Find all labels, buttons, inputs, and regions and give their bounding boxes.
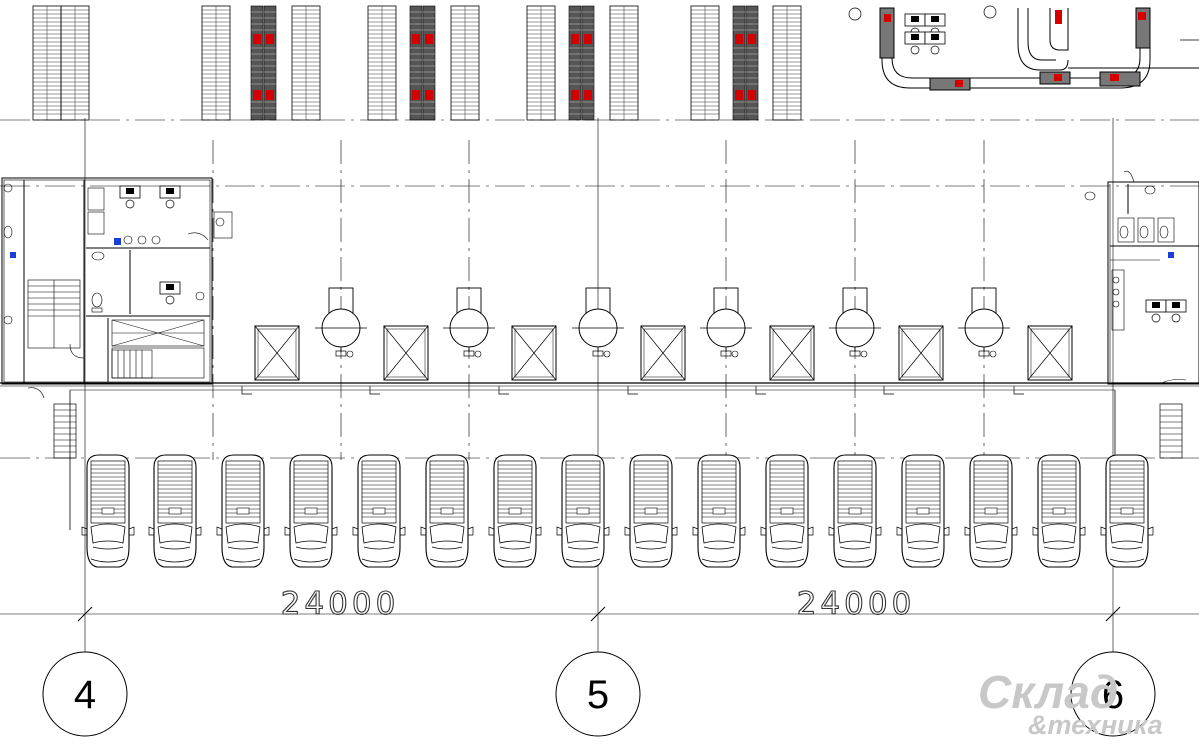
conveyor-icon bbox=[879, 7, 1199, 91]
axis-bubble: 4 bbox=[42, 651, 128, 737]
van-icon bbox=[81, 454, 1154, 568]
office-block-right bbox=[1107, 170, 1199, 385]
grid-lines bbox=[0, 118, 1199, 660]
dimension-line bbox=[77, 606, 1121, 622]
loading-door-icon bbox=[254, 325, 1073, 381]
dimension-label: 24000 bbox=[797, 586, 916, 622]
toilet-icon bbox=[3, 183, 105, 325]
axis-label: 5 bbox=[587, 673, 609, 717]
axis-label: 4 bbox=[74, 673, 96, 717]
marker-icon bbox=[10, 252, 16, 258]
svg-text:&техника: &техника bbox=[1028, 710, 1163, 740]
svg-text:Склад: Склад bbox=[978, 666, 1118, 718]
rack-icon bbox=[32, 5, 802, 121]
dock-bumpers bbox=[241, 386, 1024, 395]
marker-icon bbox=[114, 238, 121, 245]
dimension-label: 24000 bbox=[281, 586, 400, 622]
toilet-icon bbox=[1084, 185, 1169, 239]
logo: Склад &техника bbox=[978, 666, 1163, 740]
marker-icon bbox=[1168, 252, 1174, 258]
axis-bubble: 5 bbox=[555, 651, 641, 737]
axis-label: 6 bbox=[1102, 673, 1124, 717]
stairs-icon bbox=[27, 279, 153, 379]
desk-icon bbox=[119, 185, 225, 305]
office-block-left bbox=[1, 177, 233, 399]
axis-bubble: 6 bbox=[1070, 651, 1156, 737]
desk-icon bbox=[848, 5, 1199, 55]
desk-icon bbox=[1112, 276, 1187, 323]
